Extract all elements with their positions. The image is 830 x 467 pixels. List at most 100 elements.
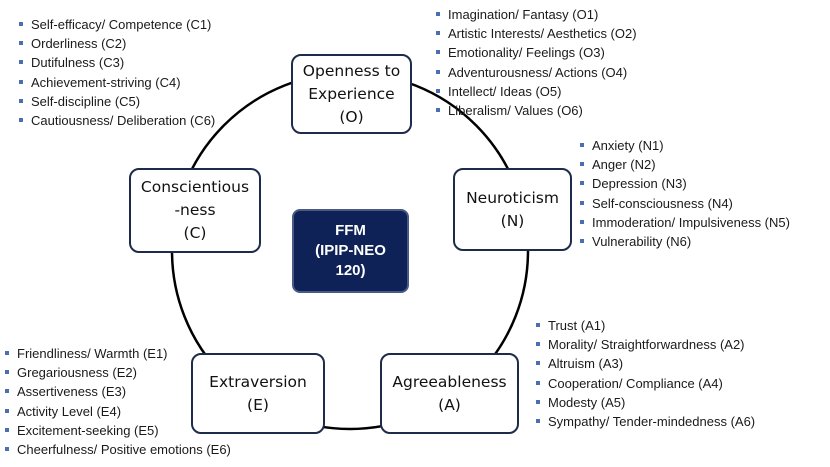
node-openness-line-1: Openness to xyxy=(302,61,401,80)
facet-a5-text: Modesty (A5) xyxy=(548,394,626,410)
facet-c4-text: Achievement-striving (C4) xyxy=(31,74,181,90)
facet-n2-text: Anger (N2) xyxy=(592,157,656,173)
bullet-icon xyxy=(536,361,540,366)
bullet-icon xyxy=(5,370,9,375)
bullet-icon xyxy=(436,88,440,93)
facet-a2-text: Morality/ Straightforwardness (A2) xyxy=(548,337,745,353)
facet-a3-text: Altruism (A3) xyxy=(548,356,624,372)
facet-e4-text: Activity Level (E4) xyxy=(17,403,122,419)
bullet-icon xyxy=(19,79,23,84)
facet-o6-text: Liberalism/ Values (O6) xyxy=(448,103,583,119)
facets-openness: Imagination/ Fantasy (O1) Artistic Inter… xyxy=(436,5,637,120)
facet-o1: Imagination/ Fantasy (O1) xyxy=(436,5,637,24)
facet-c2: Orderliness (C2) xyxy=(19,34,215,53)
bullet-icon xyxy=(5,408,9,413)
ffm-center-box: FFM (IPIP-NEO 120) xyxy=(292,209,409,293)
facet-n6: Vulnerability (N6) xyxy=(580,232,790,251)
facet-a1-text: Trust (A1) xyxy=(548,318,606,333)
bullet-icon xyxy=(19,22,23,26)
facet-e6: Cheerfulness/ Positive emotions (E6) xyxy=(5,440,231,459)
facet-n1-text: Anxiety (N1) xyxy=(592,138,664,153)
node-openness-line-3: (O) xyxy=(339,107,364,126)
facet-o5-text: Intellect/ Ideas (O5) xyxy=(448,83,562,99)
facet-n2: Anger (N2) xyxy=(580,155,790,174)
facet-n6-text: Vulnerability (N6) xyxy=(592,234,692,250)
facet-a6-text: Sympathy/ Tender-mindedness (A6) xyxy=(548,414,756,430)
bullet-icon xyxy=(5,351,9,355)
facet-c1-text: Self-efficacy/ Competence (C1) xyxy=(31,17,212,32)
bullet-icon xyxy=(19,98,23,103)
node-extraversion-line-2: (E) xyxy=(247,395,269,414)
facet-e1-text: Friendliness/ Warmth (E1) xyxy=(17,346,168,361)
facet-c3-text: Dutifulness (C3) xyxy=(31,55,125,71)
node-conscientiousness-line-3: (C) xyxy=(183,224,207,242)
bullet-icon xyxy=(5,389,9,394)
node-neuroticism-line-1: Neuroticism xyxy=(466,188,559,207)
facet-o2: Artistic Interests/ Aesthetics (O2) xyxy=(436,24,637,43)
bullet-icon xyxy=(436,108,440,113)
node-neuroticism-line-2: (N) xyxy=(500,211,525,230)
facet-e5: Excitement-seeking (E5) xyxy=(5,421,231,440)
bullet-icon xyxy=(580,239,584,244)
facet-o3-text: Emotionality/ Feelings (O3) xyxy=(448,45,605,61)
facet-c4: Achievement-striving (C4) xyxy=(19,73,215,92)
facet-e1: Friendliness/ Warmth (E1) xyxy=(5,344,231,363)
facet-a4-text: Cooperation/ Compliance (A4) xyxy=(548,375,723,391)
bullet-icon xyxy=(580,181,584,186)
node-conscientiousness-line-1: Conscientious xyxy=(140,178,250,196)
bullet-icon xyxy=(580,143,584,147)
center-line-1: FFM xyxy=(335,222,366,239)
facet-e3-text: Assertiveness (E3) xyxy=(17,384,127,400)
facet-c6-text: Cautiousness/ Deliberation (C6) xyxy=(31,113,216,129)
facet-e4: Activity Level (E4) xyxy=(5,402,231,421)
facet-a2: Morality/ Straightforwardness (A2) xyxy=(536,335,755,354)
facet-n4: Self-consciousness (N4) xyxy=(580,194,790,213)
facet-a5: Modesty (A5) xyxy=(536,393,755,412)
bullet-icon xyxy=(436,69,440,74)
facet-a4: Cooperation/ Compliance (A4) xyxy=(536,374,755,393)
facet-o2-text: Artistic Interests/ Aesthetics (O2) xyxy=(448,26,637,42)
node-openness: Openness to Experience (O) xyxy=(291,54,412,134)
facet-o3: Emotionality/ Feelings (O3) xyxy=(436,43,637,62)
bullet-icon xyxy=(436,31,440,36)
bullet-icon xyxy=(5,447,9,452)
facet-e5-text: Excitement-seeking (E5) xyxy=(17,422,159,438)
bullet-icon xyxy=(19,60,23,65)
facet-o5: Intellect/ Ideas (O5) xyxy=(436,82,637,101)
node-extraversion-line-1: Extraversion xyxy=(209,372,307,391)
facet-a3: Altruism (A3) xyxy=(536,354,755,373)
node-agreeableness-line-2: (A) xyxy=(438,395,461,414)
bullet-icon xyxy=(580,200,584,205)
bullet-icon xyxy=(5,427,9,432)
bullet-icon xyxy=(19,41,23,46)
bullet-icon xyxy=(436,50,440,55)
facet-c6: Cautiousness/ Deliberation (C6) xyxy=(19,111,215,130)
facet-c5: Self-discipline (C5) xyxy=(19,92,215,111)
facets-extraversion: Friendliness/ Warmth (E1) Gregariousness… xyxy=(5,344,231,459)
bullet-icon xyxy=(536,323,540,327)
center-line-3: 120) xyxy=(335,262,366,279)
facet-n3: Depression (N3) xyxy=(580,174,790,193)
center-line-2: (IPIP-NEO xyxy=(315,242,386,259)
facet-o4-text: Adventurousness/ Actions (O4) xyxy=(448,64,628,80)
bullet-icon xyxy=(580,162,584,167)
facet-n4-text: Self-consciousness (N4) xyxy=(592,195,733,211)
node-extraversion: Extraversion (E) xyxy=(191,353,325,434)
facet-n5: Immoderation/ Impulsiveness (N5) xyxy=(580,213,790,232)
facet-o1-text: Imagination/ Fantasy (O1) xyxy=(448,7,599,22)
facet-c3: Dutifulness (C3) xyxy=(19,53,215,72)
facet-n5-text: Immoderation/ Impulsiveness (N5) xyxy=(592,214,790,230)
node-openness-line-2: Experience xyxy=(308,84,395,103)
facet-c1: Self-efficacy/ Competence (C1) xyxy=(19,15,215,34)
bullet-icon xyxy=(536,399,540,404)
facet-e3: Assertiveness (E3) xyxy=(5,382,231,401)
node-conscientiousness-line-2: -ness xyxy=(174,201,216,219)
bullet-icon xyxy=(536,380,540,385)
facet-n3-text: Depression (N3) xyxy=(592,176,687,192)
facet-e2: Gregariousness (E2) xyxy=(5,363,231,382)
facet-o4: Adventurousness/ Actions (O4) xyxy=(436,63,637,82)
node-neuroticism: Neuroticism (N) xyxy=(453,168,572,251)
facets-agreeableness: Trust (A1) Morality/ Straightforwardness… xyxy=(536,316,755,431)
facet-a1: Trust (A1) xyxy=(536,316,755,335)
